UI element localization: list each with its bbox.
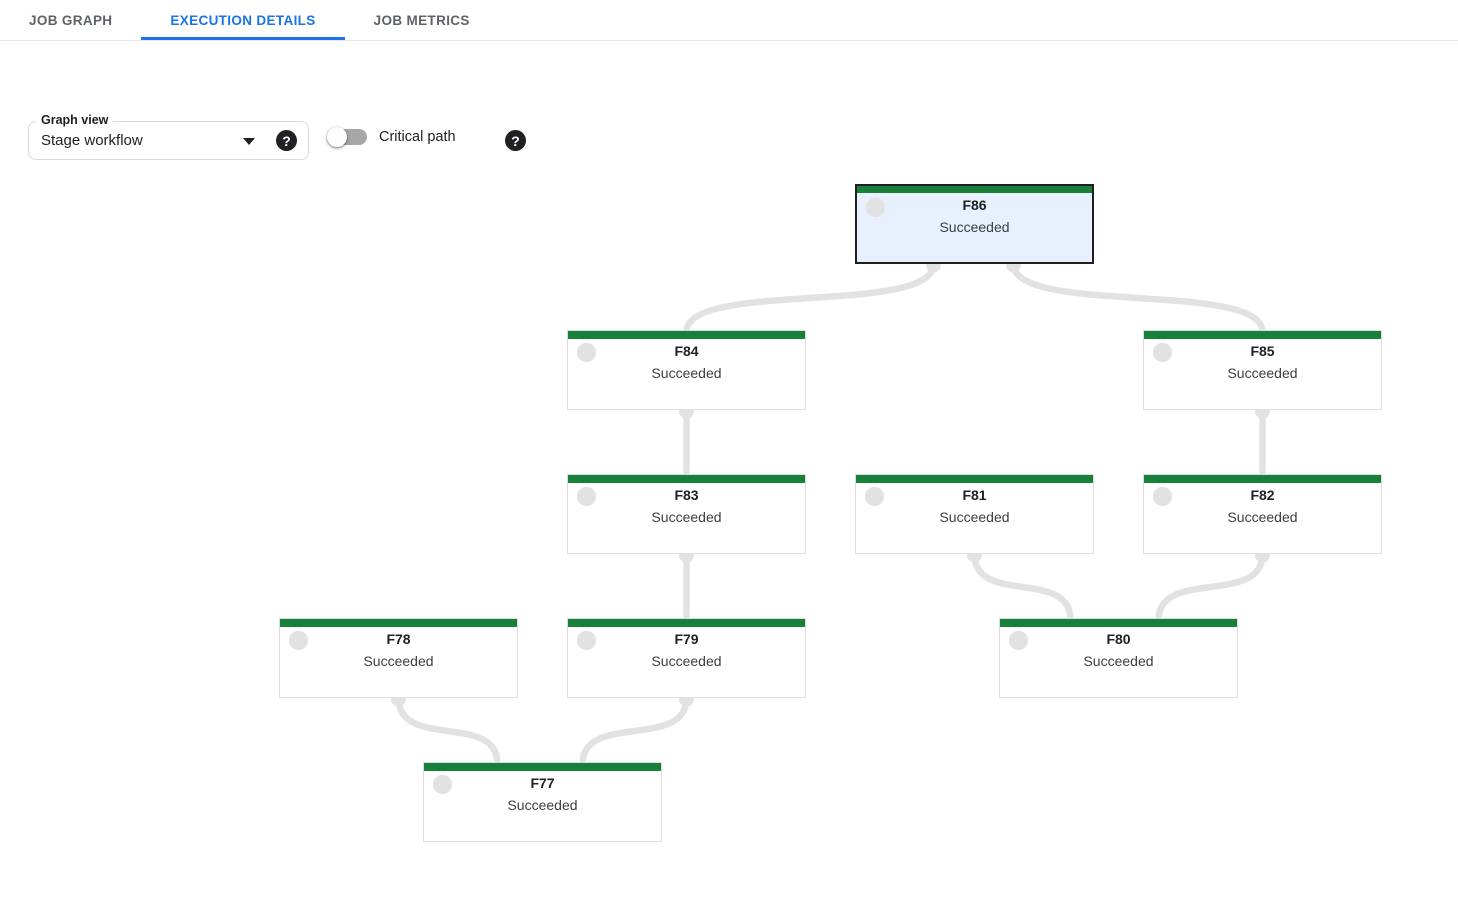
edge-connector bbox=[395, 694, 501, 768]
critical-path-toggle[interactable]: Critical path bbox=[327, 127, 456, 147]
stage-name: F78 bbox=[386, 631, 411, 647]
stage-status: Succeeded bbox=[939, 219, 1010, 235]
stage-node[interactable]: F86 Succeeded bbox=[855, 184, 1094, 264]
stage-node[interactable]: F83 Succeeded bbox=[567, 474, 806, 554]
stage-name: F81 bbox=[962, 487, 987, 503]
stage-status: Succeeded bbox=[651, 653, 722, 669]
stage-name: F82 bbox=[1250, 487, 1275, 503]
node-status-bar bbox=[568, 331, 805, 339]
graph-view-help-icon[interactable]: ? bbox=[276, 130, 297, 151]
toggle-switch[interactable] bbox=[327, 127, 367, 147]
node-status-bar bbox=[424, 763, 661, 771]
stage-node[interactable]: F81 Succeeded bbox=[855, 474, 1094, 554]
node-status-bar bbox=[857, 186, 1092, 193]
critical-path-label: Critical path bbox=[379, 129, 456, 145]
node-status-bar bbox=[1144, 475, 1381, 483]
stage-node[interactable]: F85 Succeeded bbox=[1143, 330, 1382, 410]
check-circle-icon bbox=[1152, 486, 1173, 507]
stage-status: Succeeded bbox=[939, 509, 1010, 525]
node-status-bar bbox=[856, 475, 1093, 483]
stage-status: Succeeded bbox=[507, 797, 578, 813]
node-status-bar bbox=[1144, 331, 1381, 339]
stage-name: F86 bbox=[962, 197, 987, 213]
node-status-bar bbox=[1000, 619, 1237, 627]
check-circle-icon bbox=[432, 774, 453, 795]
tab-execution-details[interactable]: EXECUTION DETAILS bbox=[141, 0, 345, 40]
graph-toolbar: Graph view Stage workflow ? Critical pat… bbox=[0, 41, 1458, 160]
stage-name: F85 bbox=[1250, 343, 1275, 359]
node-status-bar bbox=[568, 475, 805, 483]
dropdown-caret-icon bbox=[243, 138, 255, 145]
tab-job-metrics[interactable]: JOB METRICS bbox=[373, 12, 470, 28]
stage-node[interactable]: F78 Succeeded bbox=[279, 618, 518, 698]
stage-status: Succeeded bbox=[651, 365, 722, 381]
tab-job-graph[interactable]: JOB GRAPH bbox=[29, 12, 113, 28]
edge-connector bbox=[1010, 260, 1266, 336]
toggle-knob bbox=[327, 127, 347, 147]
check-circle-icon bbox=[576, 630, 597, 651]
stage-node[interactable]: F77 Succeeded bbox=[423, 762, 662, 842]
edge-connector bbox=[971, 550, 1074, 624]
tab-bar: JOB GRAPH EXECUTION DETAILS JOB METRICS bbox=[0, 0, 1458, 41]
graph-view-select[interactable]: Graph view Stage workflow ? bbox=[28, 113, 309, 160]
critical-path-help-icon[interactable]: ? bbox=[505, 130, 526, 151]
stage-name: F79 bbox=[674, 631, 699, 647]
stage-node[interactable]: F79 Succeeded bbox=[567, 618, 806, 698]
stage-node[interactable]: F84 Succeeded bbox=[567, 330, 806, 410]
node-status-bar bbox=[280, 619, 517, 627]
stage-status: Succeeded bbox=[651, 509, 722, 525]
check-circle-icon bbox=[1008, 630, 1029, 651]
stage-name: F80 bbox=[1106, 631, 1131, 647]
graph-view-value: Stage workflow bbox=[41, 132, 143, 149]
check-circle-icon bbox=[576, 486, 597, 507]
edge-connector bbox=[579, 694, 690, 768]
edge-connector bbox=[683, 260, 937, 336]
stage-name: F77 bbox=[530, 775, 555, 791]
node-status-bar bbox=[568, 619, 805, 627]
stage-status: Succeeded bbox=[363, 653, 434, 669]
edge-connector bbox=[1155, 550, 1266, 624]
stage-status: Succeeded bbox=[1083, 653, 1154, 669]
graph-view-label: Graph view bbox=[36, 113, 114, 127]
check-circle-icon bbox=[288, 630, 309, 651]
check-circle-icon bbox=[864, 486, 885, 507]
stage-node[interactable]: F82 Succeeded bbox=[1143, 474, 1382, 554]
stage-name: F83 bbox=[674, 487, 699, 503]
stage-node[interactable]: F80 Succeeded bbox=[999, 618, 1238, 698]
stage-name: F84 bbox=[674, 343, 699, 359]
check-circle-icon bbox=[576, 342, 597, 363]
check-circle-icon bbox=[865, 197, 886, 218]
stage-status: Succeeded bbox=[1227, 365, 1298, 381]
check-circle-icon bbox=[1152, 342, 1173, 363]
stage-status: Succeeded bbox=[1227, 509, 1298, 525]
